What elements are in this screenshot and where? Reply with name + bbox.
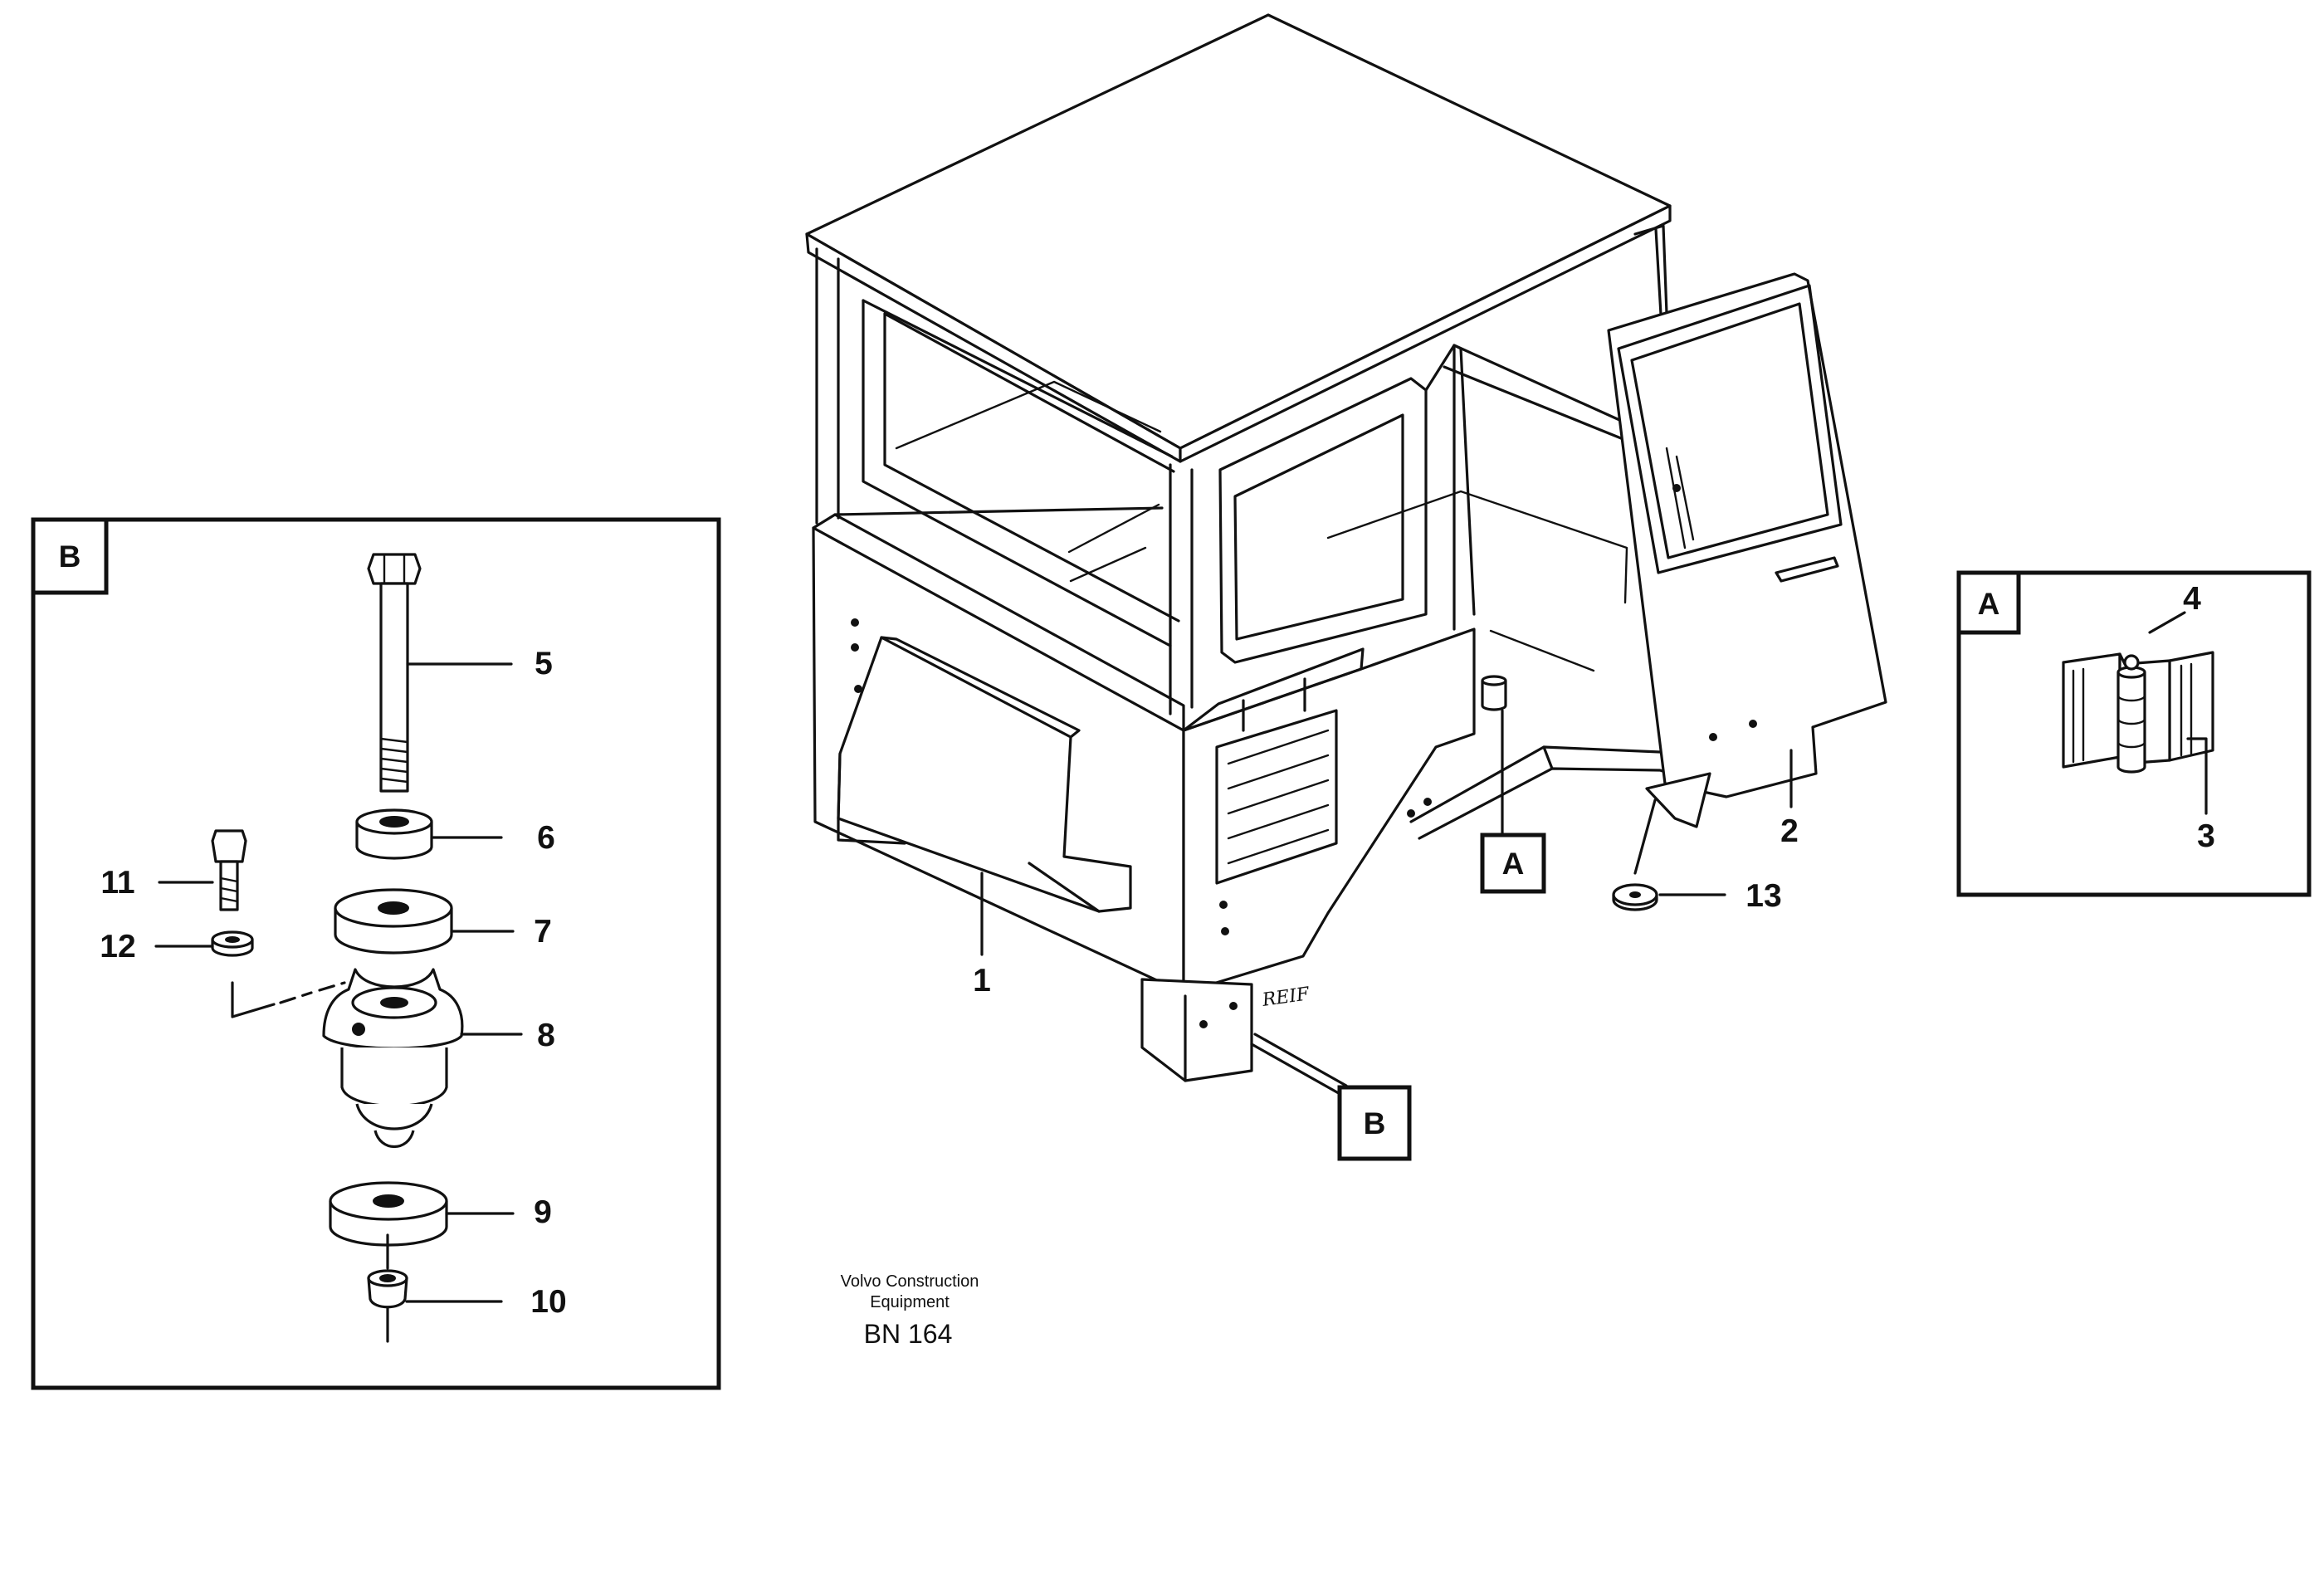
detail-b-frame bbox=[31, 517, 721, 1390]
cab-front-body bbox=[1182, 627, 1476, 994]
callout-11: 11 bbox=[100, 865, 134, 901]
callout-12: 12 bbox=[100, 929, 135, 964]
callout-5: 5 bbox=[535, 646, 553, 681]
screw-part-11 bbox=[211, 829, 247, 911]
callout-6: 6 bbox=[537, 820, 555, 856]
detail-a-tag-box bbox=[1956, 570, 2021, 635]
leader-4 bbox=[2148, 611, 2186, 634]
callout-9: 9 bbox=[534, 1194, 552, 1230]
cab-door bbox=[1607, 272, 1887, 798]
grille bbox=[1215, 709, 1338, 885]
rubber-washer-part-7 bbox=[334, 888, 453, 955]
callout-1: 1 bbox=[973, 963, 991, 999]
bolt-part-5 bbox=[367, 553, 422, 793]
nut-part-10 bbox=[367, 1233, 408, 1343]
ref-tag-b-box bbox=[1337, 1085, 1412, 1161]
ref-tag-a: A bbox=[1502, 847, 1525, 881]
callout-8: 8 bbox=[537, 1018, 555, 1053]
rubber-washer-part-9 bbox=[329, 1181, 448, 1247]
link-line-12 bbox=[231, 981, 276, 1018]
footer-drawing-code: BN 164 bbox=[864, 1319, 953, 1349]
callout-13: 13 bbox=[1745, 878, 1781, 914]
callout-4: 4 bbox=[2183, 581, 2201, 617]
dashed-link bbox=[279, 981, 346, 1004]
rubber-mount-part-8 bbox=[322, 968, 464, 1149]
detail-b-tag-box bbox=[31, 517, 109, 595]
cab-mount-leg bbox=[1140, 978, 1253, 1082]
detail-a-tag: A bbox=[1978, 587, 2000, 621]
detail-a-panel: A 4 3 bbox=[1956, 570, 2312, 897]
callout-3: 3 bbox=[2197, 818, 2215, 854]
ref-tag-b: B bbox=[1364, 1106, 1386, 1140]
drawing-footer: Volvo Construction Equipment BN 164 bbox=[841, 1272, 979, 1349]
callout-2: 2 bbox=[1780, 813, 1799, 849]
side-tank bbox=[837, 636, 1132, 913]
spacer-part-6 bbox=[355, 808, 433, 860]
footer-company-line1: Volvo Construction bbox=[841, 1272, 979, 1291]
footer-company-line2: Equipment bbox=[870, 1293, 950, 1311]
hinge-pin-part-4 bbox=[2116, 654, 2146, 774]
ref-tag-a-box bbox=[1480, 833, 1546, 894]
callout-10: 10 bbox=[530, 1284, 566, 1320]
leader-3 bbox=[2186, 737, 2208, 815]
leader-ref-b bbox=[1250, 1043, 1345, 1097]
callout-7: 7 bbox=[534, 914, 552, 950]
detail-b-panel: B bbox=[31, 517, 721, 1390]
detail-b-tag: B bbox=[59, 540, 81, 574]
washer-part-12 bbox=[211, 930, 254, 957]
drawing-signature: REIF bbox=[1260, 984, 1311, 1011]
cab-assembly-view: REIF 1 bbox=[805, 13, 1887, 1161]
